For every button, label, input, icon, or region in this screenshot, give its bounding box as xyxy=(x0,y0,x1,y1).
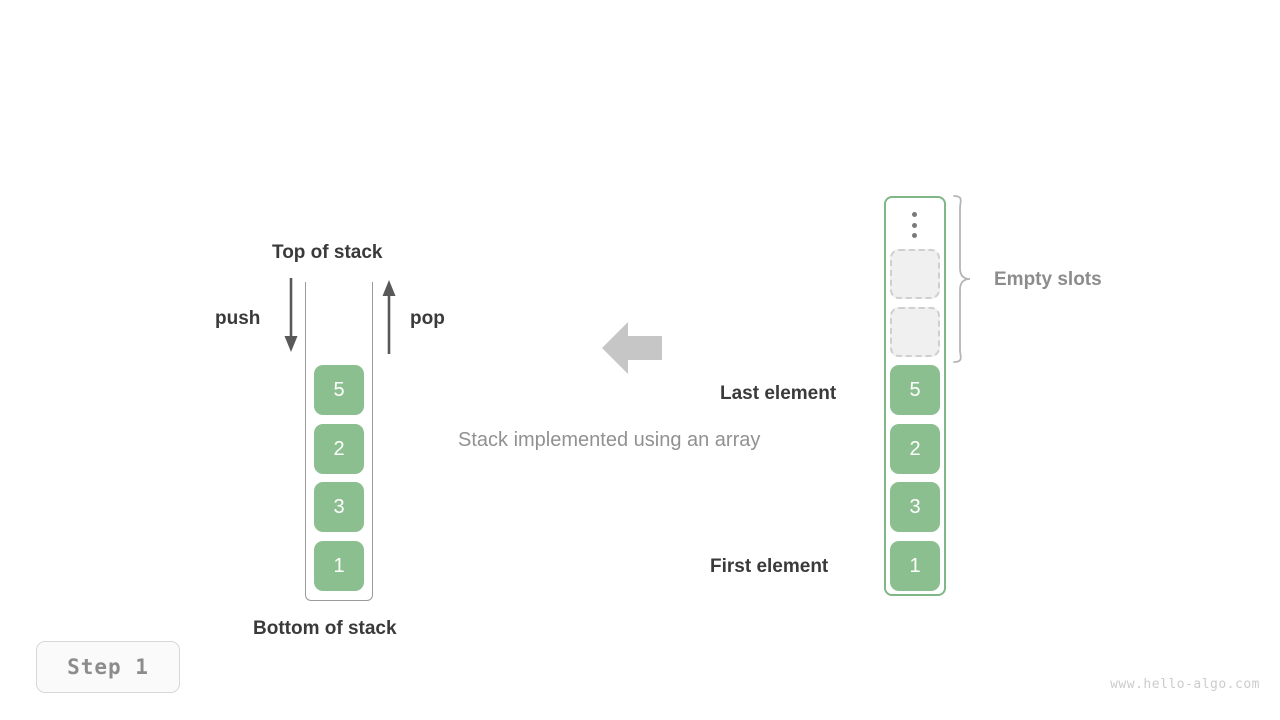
array-empty-slot xyxy=(890,307,940,357)
array-empty-slot xyxy=(890,249,940,299)
array-cell: 1 xyxy=(890,541,940,591)
bottom-of-stack-label: Bottom of stack xyxy=(253,618,397,639)
stack-cell: 3 xyxy=(314,482,364,532)
stack-cell: 1 xyxy=(314,541,364,591)
empty-slots-label: Empty slots xyxy=(994,269,1102,290)
array-cell: 2 xyxy=(890,424,940,474)
figure-caption: Stack implemented using an array xyxy=(458,429,761,451)
pop-arrow-icon xyxy=(382,280,396,354)
left-arrow-icon xyxy=(602,322,662,374)
stack-cell: 2 xyxy=(314,424,364,474)
vertical-ellipsis-icon xyxy=(910,212,918,238)
empty-slots-brace-icon xyxy=(953,195,971,363)
push-label: push xyxy=(215,308,261,329)
push-arrow-icon xyxy=(284,278,298,352)
array-cell: 5 xyxy=(890,365,940,415)
pop-label: pop xyxy=(410,308,445,329)
first-element-label: First element xyxy=(710,556,829,577)
watermark: www.hello-algo.com xyxy=(1110,677,1260,692)
last-element-label: Last element xyxy=(720,383,837,404)
top-of-stack-label: Top of stack xyxy=(272,242,383,263)
step-badge: Step 1 xyxy=(36,641,180,693)
stack-cell: 5 xyxy=(314,365,364,415)
array-cell: 3 xyxy=(890,482,940,532)
